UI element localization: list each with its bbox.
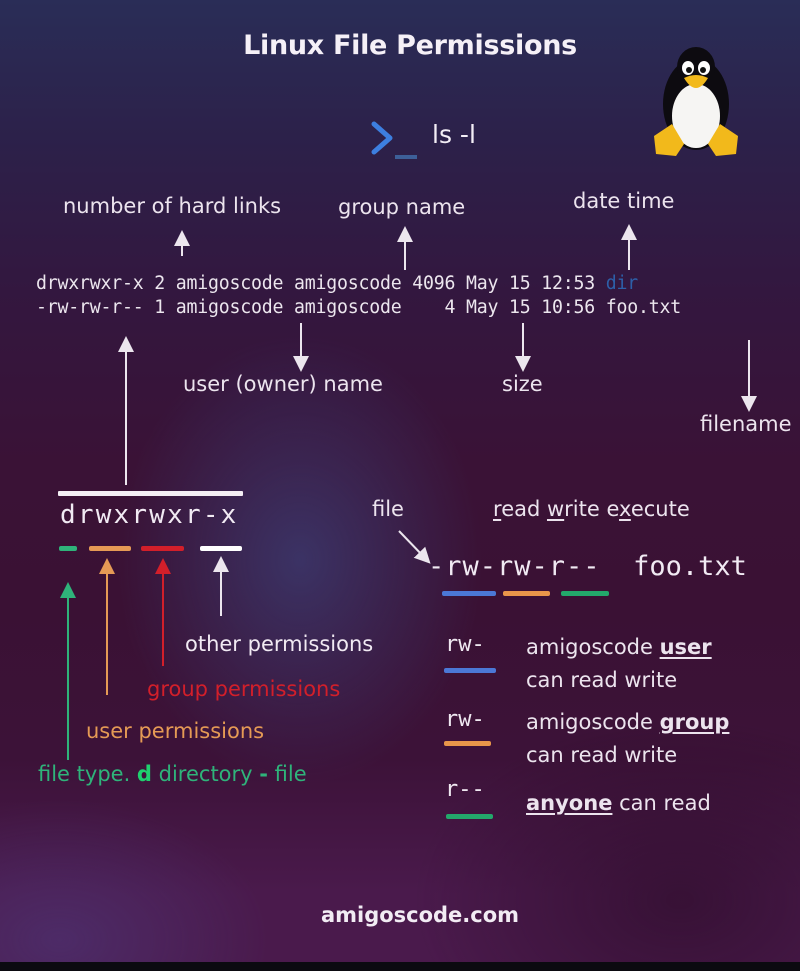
terminal-prompt-icon: [371, 121, 417, 159]
file-type-dash: -: [259, 762, 268, 786]
file-type-file: file: [267, 762, 307, 786]
row-size: 4: [412, 297, 456, 318]
listing-row: drwxrwxr-x 2 amigoscode amigoscode 4096 …: [36, 273, 638, 294]
footer-site-link[interactable]: amigoscode.com: [320, 903, 520, 927]
row-group: amigoscode: [294, 273, 402, 294]
bottom-strip: [0, 962, 800, 971]
legend-code-group: rw-: [445, 707, 485, 732]
label-size: size: [502, 372, 543, 396]
bar-example-user: [442, 591, 496, 596]
label-user-name: user (owner) name: [183, 372, 383, 396]
label-group-permissions: group permissions: [147, 677, 341, 701]
tux-penguin-icon: [654, 47, 738, 156]
legend-user-prefix: amigoscode: [526, 635, 660, 659]
example-permission-string: -rw-rw-r--: [428, 551, 601, 582]
bar-group-perms: [141, 546, 184, 551]
legend-w: w: [546, 497, 565, 521]
example-permission-line: -rw-rw-r-- foo.txt: [428, 551, 747, 582]
row-permissions: drwxrwxr-x: [36, 273, 144, 294]
legend-bar-user: [444, 668, 496, 673]
rwx-legend: read write execute: [493, 497, 690, 521]
bar-example-other: [561, 591, 609, 596]
file-type-prefix: file type.: [38, 762, 137, 786]
row-user: amigoscode: [175, 273, 284, 294]
legend-group-bold: group: [659, 710, 730, 734]
row-date: May 15 10:56: [466, 297, 595, 318]
row-group: amigoscode: [294, 297, 402, 318]
label-file: file: [372, 497, 404, 521]
listing-row: -rw-rw-r-- 1 amigoscode amigoscode 4 May…: [36, 297, 681, 318]
legend-other-bold: anyone: [526, 791, 613, 815]
row-links: 2: [154, 273, 165, 294]
legend-e: e: [606, 497, 620, 521]
legend-r: r: [493, 497, 502, 521]
legend-user-line2: can read write: [526, 668, 678, 692]
row-size: 4096: [412, 273, 456, 294]
label-date-time: date time: [573, 189, 675, 213]
legend-group-line2: can read write: [526, 743, 678, 767]
label-hard-links: number of hard links: [63, 194, 282, 218]
row-links: 1: [154, 297, 165, 318]
label-filename: filename: [700, 412, 792, 436]
bar-example-group: [503, 591, 550, 596]
row-user: amigoscode: [175, 297, 284, 318]
breakdown-permission-string: drwxrwxr-x: [60, 500, 239, 530]
legend-x: x: [619, 497, 631, 521]
file-type-d: d: [136, 762, 152, 786]
label-other-permissions: other permissions: [185, 632, 374, 656]
label-user-permissions: user permissions: [86, 719, 265, 743]
file-type-dir: directory: [151, 762, 260, 786]
legend-group-prefix: amigoscode: [526, 710, 660, 734]
legend-ecute: ecute: [630, 497, 690, 521]
row-name: dir: [605, 273, 638, 294]
legend-code-other: r--: [445, 777, 485, 802]
arrow-file-label: [398, 530, 431, 564]
label-group-name: group name: [338, 195, 466, 219]
legend-user-bold: user: [659, 635, 712, 659]
bar-other-perms: [200, 546, 242, 551]
row-name: foo.txt: [605, 297, 681, 318]
legend-code-user: rw-: [445, 632, 485, 657]
legend-rite: rite: [564, 497, 607, 521]
legend-text-group: amigoscode group can read write: [526, 706, 729, 772]
bar-file-type: [59, 546, 77, 551]
breakdown-bracket: [58, 491, 243, 496]
label-file-type: file type. d directory - file: [38, 762, 307, 786]
legend-ead: ead: [501, 497, 547, 521]
example-filename: foo.txt: [633, 551, 747, 582]
page-title: Linux File Permissions: [243, 30, 577, 61]
legend-text-user: amigoscode user can read write: [526, 631, 712, 697]
legend-bar-group: [444, 741, 491, 746]
command-text: ls -l: [432, 120, 476, 149]
legend-other-suffix: can read: [612, 791, 711, 815]
row-permissions: -rw-rw-r--: [36, 297, 144, 318]
legend-text-other: anyone can read: [526, 787, 711, 820]
row-date: May 15 12:53: [466, 273, 595, 294]
bar-user-perms: [89, 546, 131, 551]
legend-bar-other: [446, 814, 493, 819]
